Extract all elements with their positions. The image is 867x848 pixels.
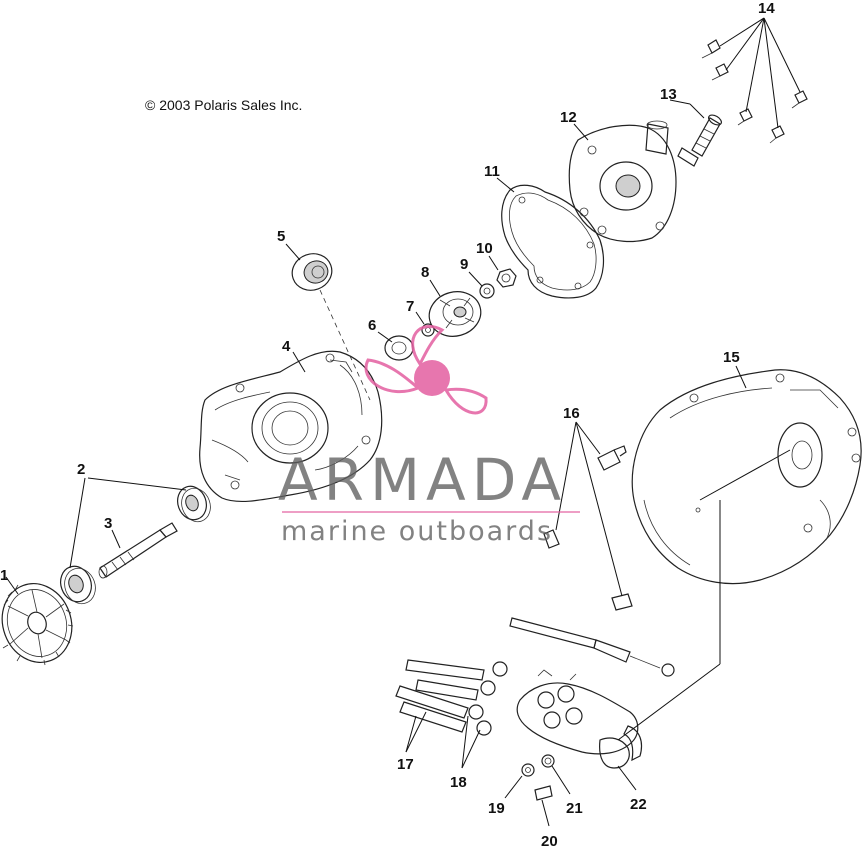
callout-7: 7 bbox=[406, 298, 414, 315]
callout-9: 9 bbox=[460, 256, 468, 273]
callout-labels: 1 2 3 4 5 6 7 8 9 10 11 12 13 14 15 16 1… bbox=[0, 0, 775, 848]
part-17-rods bbox=[395, 659, 485, 733]
part-13-hose-fitting bbox=[677, 114, 722, 167]
leader-lines bbox=[5, 17, 801, 827]
watermark-brand: ARMADA bbox=[278, 446, 567, 514]
callout-21: 21 bbox=[566, 800, 583, 817]
callout-6: 6 bbox=[368, 317, 376, 334]
callout-22: 22 bbox=[630, 796, 647, 813]
part-2-bearing-upper bbox=[177, 485, 211, 523]
part-10-nut bbox=[496, 268, 517, 288]
callout-12: 12 bbox=[560, 109, 577, 126]
part-20-bolt bbox=[534, 785, 553, 801]
copyright-notice: © 2003 Polaris Sales Inc. bbox=[145, 97, 302, 113]
callout-1: 1 bbox=[0, 567, 8, 584]
callout-20: 20 bbox=[541, 833, 558, 848]
callout-11: 11 bbox=[484, 163, 500, 180]
callout-16: 16 bbox=[563, 405, 580, 422]
part-22-oil-pump bbox=[516, 669, 643, 769]
callout-19: 19 bbox=[488, 800, 505, 817]
part-11-gasket bbox=[501, 184, 605, 299]
callout-5: 5 bbox=[277, 228, 285, 245]
callout-18: 18 bbox=[450, 774, 467, 791]
part-5-seal bbox=[291, 253, 333, 291]
callout-3: 3 bbox=[104, 515, 112, 532]
callout-4: 4 bbox=[282, 338, 291, 355]
part-2-bearing-lower bbox=[60, 565, 96, 605]
cable-assembly bbox=[509, 617, 675, 677]
callout-10: 10 bbox=[476, 240, 493, 257]
part-18-caps bbox=[468, 661, 508, 736]
part-3-shaft bbox=[98, 522, 178, 579]
part-8-impeller bbox=[428, 291, 482, 337]
callout-17: 17 bbox=[397, 756, 414, 773]
part-14-bolts bbox=[701, 39, 808, 144]
part-9-washer bbox=[479, 283, 495, 299]
part-15-stator-cover bbox=[631, 369, 862, 585]
callout-15: 15 bbox=[723, 349, 740, 366]
part-1-gear bbox=[1, 583, 74, 666]
part-16-bolts bbox=[543, 445, 633, 611]
part-21-oring bbox=[541, 754, 555, 768]
armada-watermark: ARMADA marine outboards bbox=[278, 324, 580, 547]
callout-13: 13 bbox=[660, 86, 677, 103]
callout-14: 14 bbox=[758, 0, 775, 17]
part-12-pump-cover bbox=[568, 120, 677, 243]
propeller-logo-icon bbox=[364, 324, 488, 415]
part-4-housing bbox=[199, 350, 383, 503]
callout-8: 8 bbox=[421, 264, 429, 281]
callout-2: 2 bbox=[77, 461, 85, 478]
watermark-tagline: marine outboards bbox=[281, 516, 553, 547]
part-19-washer bbox=[521, 763, 535, 777]
